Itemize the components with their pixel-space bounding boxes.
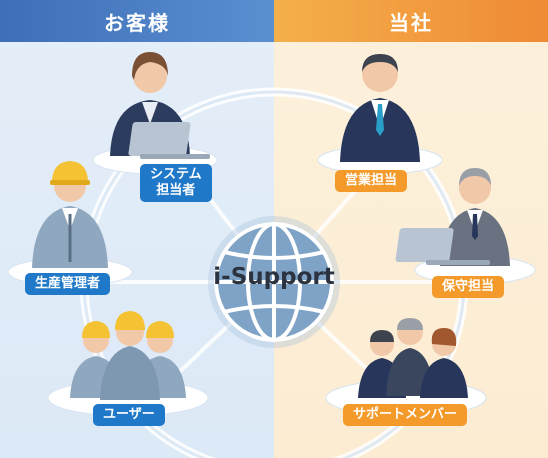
customer-header: お客様 <box>0 0 274 42</box>
role-label-sales: 営業担当 <box>335 170 408 192</box>
users-figure <box>70 311 186 400</box>
support-team-figure <box>358 318 468 398</box>
sales-staff-figure <box>340 54 420 162</box>
role-label-system: システム 担当者 <box>140 164 212 202</box>
production-manager-figure <box>32 161 108 268</box>
maintenance-staff-figure <box>395 168 510 266</box>
center-label: i-Support <box>213 264 335 290</box>
role-label-system-line1: システム <box>150 167 202 182</box>
role-label-support: サポートメンバー <box>343 404 468 426</box>
role-label-system-line2: 担当者 <box>156 183 196 198</box>
globe-icon <box>208 216 340 348</box>
role-label-production: 生産管理者 <box>25 273 111 295</box>
role-label-maintenance: 保守担当 <box>432 276 505 298</box>
company-header: 当社 <box>274 0 548 42</box>
role-label-users: ユーザー <box>93 404 165 426</box>
system-staff-figure <box>110 52 210 159</box>
